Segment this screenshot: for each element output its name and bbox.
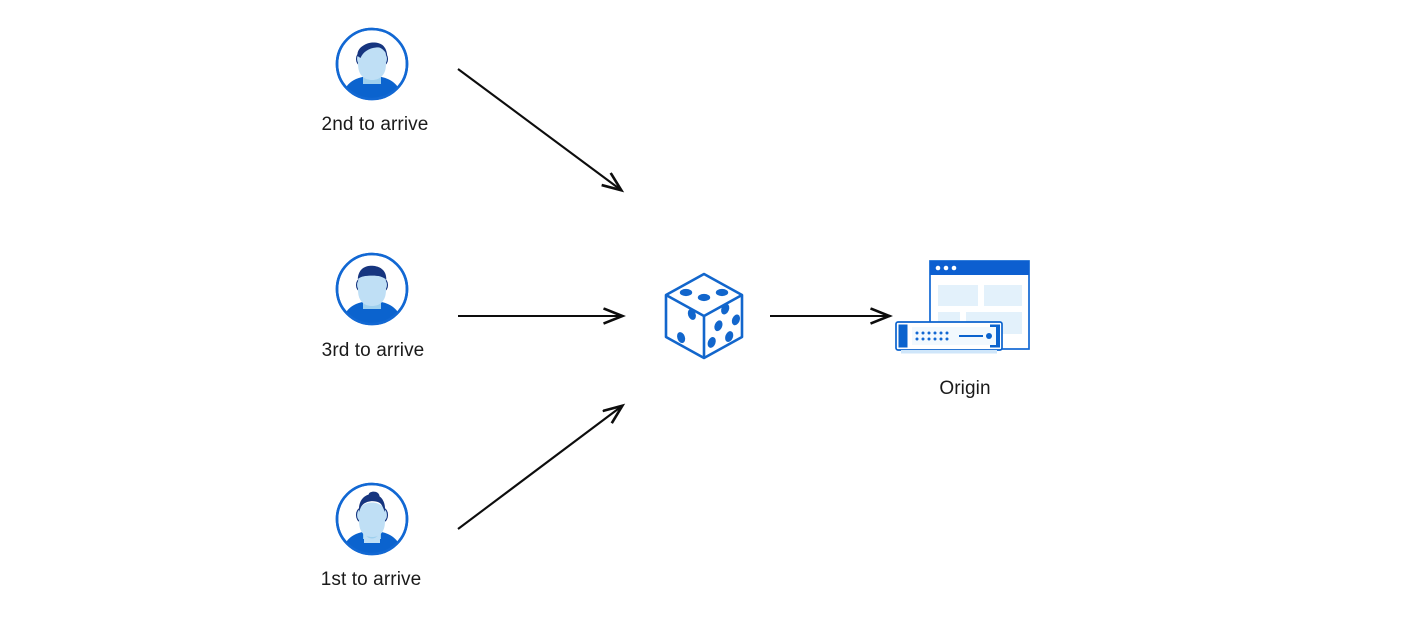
server-led-icon xyxy=(986,333,992,339)
dice-right-pips xyxy=(707,303,741,348)
node-visitor-1st[interactable] xyxy=(334,481,410,557)
server-ports xyxy=(915,331,949,341)
dice-icon xyxy=(664,272,744,360)
server-device-icon xyxy=(895,321,1003,354)
origin-server-icon xyxy=(895,260,1030,354)
label-visitor-2nd: 2nd to arrive xyxy=(321,114,429,135)
arrow-1st-to-dice xyxy=(457,406,622,530)
user-avatar-icon xyxy=(335,252,409,326)
node-randomizer[interactable] xyxy=(658,268,750,364)
user-avatar-icon xyxy=(335,27,409,101)
node-visitor-2nd[interactable] xyxy=(334,26,410,102)
label-visitor-1st: 1st to arrive xyxy=(320,569,422,590)
node-visitor-3rd[interactable] xyxy=(334,251,410,327)
dice-top-pips xyxy=(679,288,729,302)
label-visitor-3rd: 3rd to arrive xyxy=(321,340,425,361)
dice-left-pips xyxy=(677,309,696,343)
node-origin[interactable] xyxy=(893,258,1039,360)
user-avatar-icon xyxy=(335,482,409,556)
label-origin: Origin xyxy=(939,378,991,399)
